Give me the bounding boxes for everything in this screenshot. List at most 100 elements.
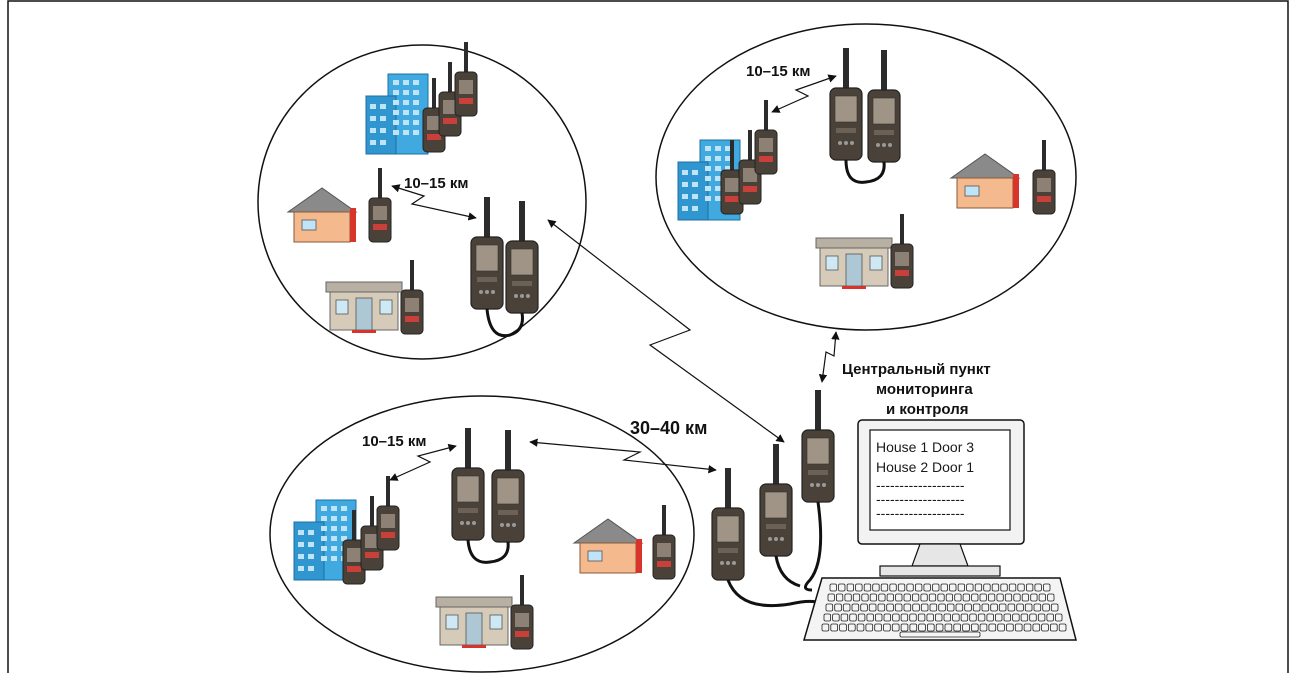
center-label-line2: мониторинга xyxy=(876,381,973,398)
keyboard-key xyxy=(900,613,909,622)
keyboard-key xyxy=(872,583,880,592)
long-range-link-top-left xyxy=(547,219,785,443)
keyboard-key xyxy=(869,593,878,602)
keyboard-key xyxy=(889,583,897,592)
transmitter-icon xyxy=(510,574,534,650)
keyboard-key xyxy=(988,593,996,602)
keyboard-key xyxy=(1021,593,1030,602)
keyboard-key xyxy=(953,623,961,632)
transmitter-icon xyxy=(890,213,914,289)
keyboard-key xyxy=(891,623,900,632)
keyboard-key xyxy=(1055,613,1063,622)
keyboard-key xyxy=(949,583,957,592)
cluster-boundary xyxy=(655,23,1077,331)
keyboard-key xyxy=(1033,603,1042,612)
keyboard-key xyxy=(1006,623,1014,632)
keyboard-key xyxy=(962,593,970,602)
monitor-stand xyxy=(911,543,969,567)
radio-link xyxy=(389,443,457,481)
keyboard-key xyxy=(886,603,894,612)
radio-link xyxy=(391,184,477,221)
keyboard-key xyxy=(981,603,990,612)
house-icon xyxy=(287,187,357,243)
receiver-icon xyxy=(759,443,793,557)
keyboard-key xyxy=(943,613,951,622)
keyboard-key xyxy=(844,593,852,602)
keyboard-key xyxy=(1050,623,1058,632)
keyboard-key xyxy=(838,583,846,592)
keyboard-key xyxy=(1037,613,1046,622)
keyboard-key xyxy=(895,593,903,602)
keyboard-key xyxy=(971,593,979,602)
keyboard-key xyxy=(883,623,891,632)
keyboard-key xyxy=(874,623,882,632)
keyboard-key xyxy=(1047,593,1055,602)
cluster-boundary xyxy=(269,395,695,673)
keyboard-key xyxy=(840,613,849,622)
keyboard-key xyxy=(1013,593,1021,602)
shop-icon xyxy=(325,281,403,334)
keyboard-key xyxy=(1024,603,1033,612)
keyboard-key xyxy=(878,593,886,602)
cable xyxy=(804,501,823,592)
monitor-base xyxy=(879,565,1001,577)
keyboard-key xyxy=(990,603,998,612)
keyboard-key xyxy=(986,613,994,622)
range-label: 10–15 км xyxy=(404,175,468,192)
keyboard-key xyxy=(825,603,834,612)
keyboard-key xyxy=(926,613,934,622)
receiver-icon xyxy=(505,200,539,314)
keyboard-key xyxy=(848,623,856,632)
receiver-icon xyxy=(867,49,901,163)
keyboard-key xyxy=(1034,583,1042,592)
keyboard-key xyxy=(909,623,918,632)
keyboard-key xyxy=(852,593,861,602)
transmitter-icon xyxy=(652,504,676,580)
cable xyxy=(774,555,801,588)
cable xyxy=(485,308,524,338)
keyboard-key xyxy=(974,583,983,592)
keyboard-key xyxy=(945,593,954,602)
keyboard-key xyxy=(946,603,955,612)
house-icon xyxy=(573,518,643,574)
long-range-link-top-right xyxy=(818,331,840,383)
receiver-icon xyxy=(491,429,525,543)
cable xyxy=(466,539,510,564)
house-icon xyxy=(950,153,1020,209)
keyboard-key xyxy=(866,613,874,622)
keyboard-key xyxy=(903,593,911,602)
keyboard-key xyxy=(834,603,842,612)
receiver-icon xyxy=(829,47,863,161)
keyboard-key xyxy=(1042,603,1050,612)
keyboard-key xyxy=(952,613,960,622)
keyboard-key xyxy=(846,583,854,592)
keyboard-key xyxy=(1008,583,1017,592)
keyboard-key xyxy=(991,583,1000,592)
keyboard-key xyxy=(851,603,860,612)
keyboard-key xyxy=(849,613,857,622)
keyboard-key xyxy=(1058,623,1067,632)
receiver-icon xyxy=(711,467,745,581)
office-building-icon xyxy=(365,73,429,155)
keyboard-key xyxy=(900,623,909,632)
keyboard-key xyxy=(842,603,851,612)
keyboard-key xyxy=(1014,623,1023,632)
keyboard-key xyxy=(977,613,986,622)
keyboard-key xyxy=(894,603,903,612)
keyboard-key xyxy=(1043,583,1051,592)
keyboard-key xyxy=(912,593,920,602)
keyboard-key xyxy=(960,613,969,622)
keyboard-key xyxy=(1029,613,1037,622)
keyboard-key xyxy=(861,593,869,602)
keyboard-key xyxy=(937,593,945,602)
cluster-top-left: 10–15 км xyxy=(257,41,587,360)
keyboard-key xyxy=(1038,593,1046,602)
keyboard-key xyxy=(832,613,840,622)
center-label-line1: Центральный пункт xyxy=(842,361,991,378)
keyboard-key xyxy=(972,603,981,612)
monitor-dash3: ------------------- xyxy=(876,505,965,521)
keyboard-key xyxy=(935,623,944,632)
keyboard-key xyxy=(954,593,962,602)
keyboard-key xyxy=(827,593,835,602)
cluster-boundary xyxy=(257,44,587,360)
